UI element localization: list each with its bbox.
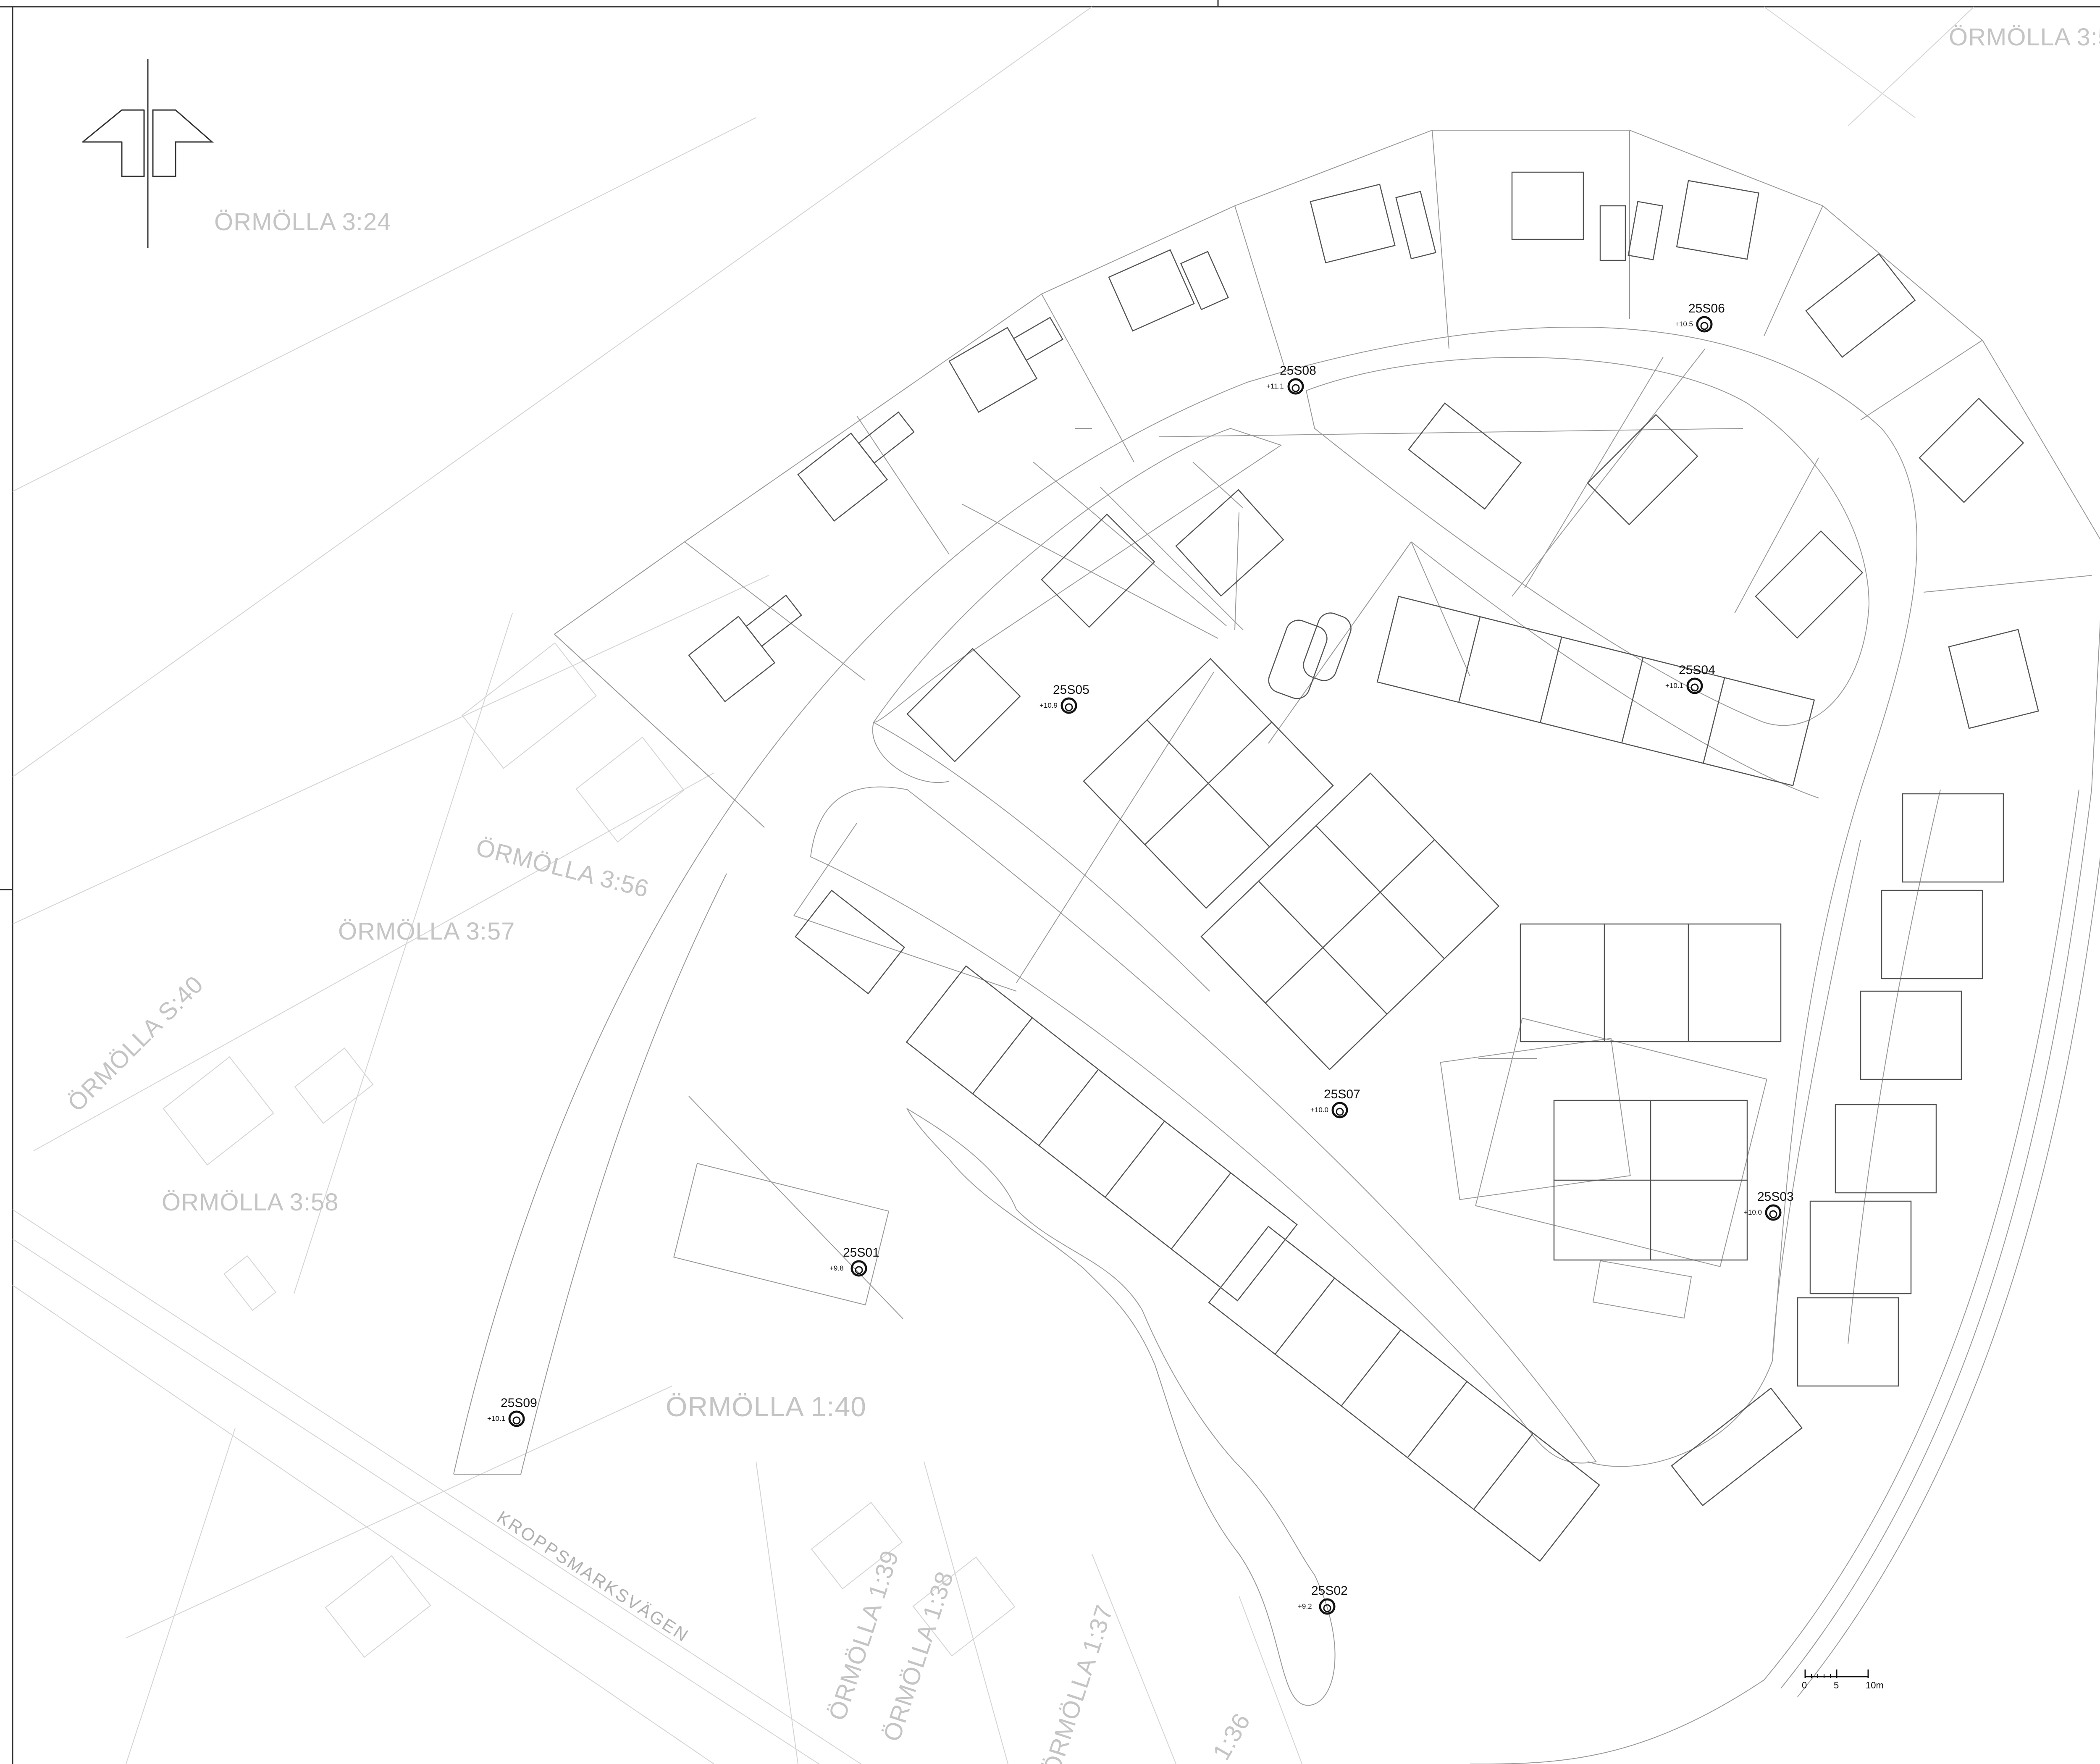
station-elevation: +10.1	[1665, 682, 1683, 690]
station-marker-inner-icon	[1700, 322, 1709, 330]
survey-station: 25S03 +10.0	[1744, 1190, 1794, 1221]
station-id: 25S06	[1688, 302, 1725, 315]
station-id: 25S07	[1324, 1087, 1360, 1101]
plot-boundaries	[554, 130, 2100, 1319]
scale-label: 5	[1834, 1680, 1839, 1690]
survey-station: 25S04 +10.1	[1665, 663, 1715, 694]
station-marker-inner-icon	[1292, 384, 1300, 392]
station-marker-icon	[1060, 697, 1077, 714]
station-marker-icon	[1765, 1204, 1782, 1221]
station-marker-icon	[1319, 1598, 1336, 1615]
station-id: 25S01	[843, 1246, 879, 1260]
parcel-label: ÖRMÖLLA S:40	[62, 971, 209, 1117]
survey-station: 25S07 +10.0	[1310, 1087, 1360, 1118]
parcel-label: ÖRMÖLLA 1:37	[1038, 1601, 1118, 1764]
scale-bar: 0 5 10m	[1802, 1670, 1884, 1690]
parcel-label: ÖRMÖLLA 3:24	[214, 208, 391, 236]
station-elevation: +10.1	[487, 1415, 505, 1423]
station-marker-inner-icon	[1323, 1604, 1331, 1612]
context-lines	[12, 6, 1974, 1764]
north-arrow-icon	[82, 59, 214, 248]
parcel-label: ÖRMÖLLA 3:56	[473, 834, 652, 903]
road-label: KROPPSMARKSVÄGEN	[494, 1507, 693, 1646]
main-road	[453, 326, 2100, 1764]
station-elevation: +10.5	[1675, 320, 1693, 328]
station-elevation: +11.1	[1266, 382, 1284, 390]
station-elevation: +10.0	[1310, 1106, 1328, 1114]
row-houses	[673, 596, 2004, 1562]
survey-station: 25S09 +10.1	[487, 1396, 537, 1427]
station-elevation: +10.9	[1040, 701, 1058, 709]
villa-buildings	[688, 171, 2039, 995]
station-marker-inner-icon	[1065, 703, 1073, 711]
survey-station: 25S06 +10.5	[1675, 302, 1725, 333]
station-marker-icon	[1331, 1102, 1348, 1118]
station-id: 25S09	[501, 1396, 537, 1410]
parcel-label: ÖRMÖLLA 3:58	[162, 1189, 339, 1216]
station-marker-inner-icon	[855, 1266, 863, 1274]
survey-station: 25S05 +10.9	[1040, 683, 1089, 714]
station-marker-inner-icon	[1336, 1108, 1344, 1116]
station-elevation: +10.0	[1744, 1208, 1762, 1216]
station-elevation: +9.2	[1298, 1602, 1312, 1610]
station-marker-icon	[508, 1410, 525, 1427]
stream	[906, 1108, 1336, 1706]
parcel-label: ÖRMÖLLA 3:52	[1949, 24, 2100, 51]
station-id: 25S04	[1679, 663, 1715, 677]
parcel-label: ÖRMÖLLA 3:57	[338, 918, 515, 945]
survey-station: 25S01 +9.8	[830, 1246, 879, 1277]
parcel-label: ÖRMÖLLA 1:40	[666, 1391, 866, 1422]
scale-label: 0	[1802, 1680, 1807, 1690]
station-id: 25S02	[1311, 1584, 1348, 1598]
station-marker-icon	[1287, 378, 1304, 395]
scale-label: 10m	[1866, 1680, 1884, 1690]
station-marker-inner-icon	[512, 1416, 521, 1425]
station-id: 25S08	[1280, 364, 1316, 378]
parcel-labels: ÖRMÖLLA 3:52 ÖRMÖLLA 3:24 ÖRMÖLLA 3:56 Ö…	[62, 24, 2100, 1764]
station-marker-icon	[850, 1260, 867, 1277]
station-marker-icon	[1696, 316, 1713, 333]
station-id: 25S05	[1053, 683, 1089, 697]
station-marker-inner-icon	[1769, 1210, 1777, 1218]
survey-stations: 25S01+9.825S02+9.225S03+10.025S04+10.125…	[487, 302, 1794, 1615]
station-marker-icon	[1686, 677, 1703, 694]
parcel-label: 1:36	[1208, 1709, 1256, 1764]
station-elevation: +9.8	[830, 1264, 844, 1272]
survey-station: 25S08 +11.1	[1266, 364, 1316, 395]
station-id: 25S03	[1757, 1190, 1794, 1204]
survey-station: 25S02 +9.2	[1298, 1584, 1348, 1615]
station-marker-inner-icon	[1690, 683, 1699, 692]
